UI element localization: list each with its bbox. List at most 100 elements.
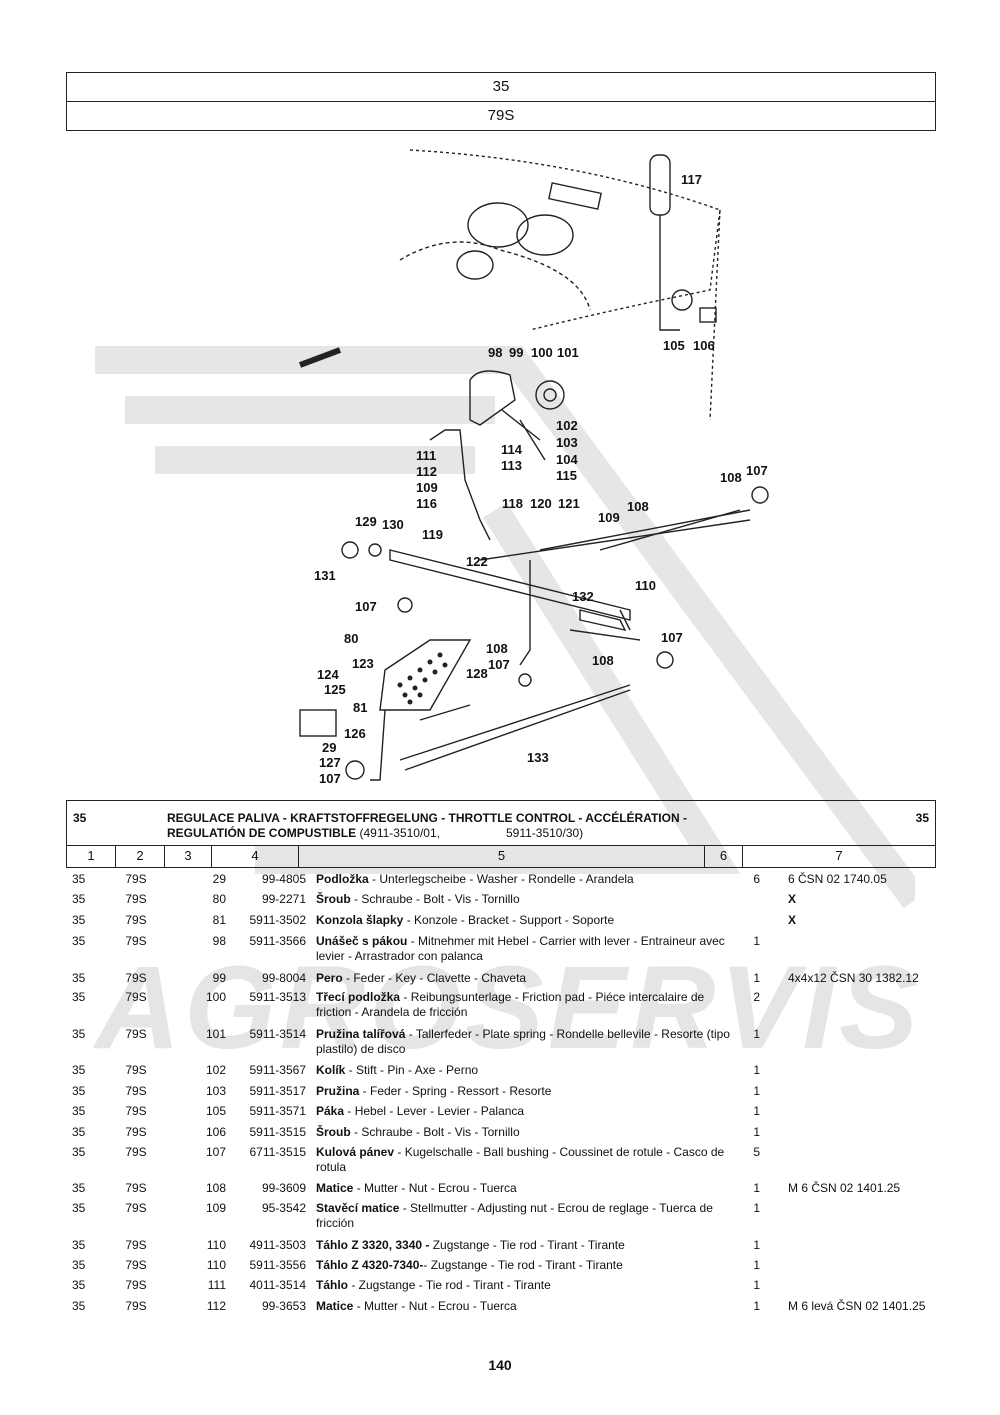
cell-quantity bbox=[740, 892, 764, 907]
part-name: Pružina talířová bbox=[316, 1027, 406, 1041]
cell-description: Unášeč s pákou - Mitnehmer mit Hebel - C… bbox=[314, 934, 740, 964]
cell-description: Táhlo Z 4320-7340-- Zugstange - Tie rod … bbox=[314, 1258, 740, 1273]
callout-108b: 108 bbox=[627, 499, 649, 514]
part-name: Konzola šlapky bbox=[316, 913, 404, 927]
part-name: Kolík bbox=[316, 1063, 346, 1077]
part-translations: - Konzole - Bracket - Support - Soporte bbox=[403, 913, 615, 927]
part-name: Táhlo bbox=[316, 1278, 348, 1292]
part-name: Unášeč s pákou bbox=[316, 934, 408, 948]
cell-note bbox=[764, 1258, 948, 1273]
column-header: 5 bbox=[299, 845, 705, 867]
cell-note bbox=[764, 1104, 948, 1119]
callout-113: 113 bbox=[501, 458, 522, 473]
callout-109b: 109 bbox=[598, 510, 620, 525]
cell-position: 110 bbox=[206, 1258, 226, 1272]
section-title-line2-normal: (4911-3510/01, bbox=[359, 826, 440, 840]
cell-quantity: 1 bbox=[753, 1027, 760, 1041]
callout-103: 103 bbox=[556, 435, 578, 450]
part-translations: - Stellmutter - Adjusting nut - Ecrou de… bbox=[316, 1201, 713, 1230]
cell-position: 99 bbox=[212, 971, 226, 985]
cell-description: Stavěcí matice - Stellmutter - Adjusting… bbox=[314, 1201, 740, 1231]
cell-part-number: 5911-3566 bbox=[249, 934, 307, 948]
callout-102: 102 bbox=[556, 418, 578, 433]
callout-107a: 107 bbox=[746, 463, 768, 478]
cell-subgroup: 79S bbox=[125, 1258, 147, 1272]
cell-quantity: 1 bbox=[753, 1238, 760, 1252]
cell-note bbox=[764, 1278, 948, 1293]
cell-note bbox=[764, 934, 948, 964]
cell-subgroup: 79S bbox=[125, 1104, 147, 1118]
cell-group: 35 bbox=[72, 1181, 86, 1195]
page-number: 140 bbox=[488, 1357, 512, 1373]
callout-101: 101 bbox=[557, 345, 579, 360]
cell-subgroup: 79S bbox=[125, 1063, 147, 1077]
cell-subgroup: 79S bbox=[125, 1181, 147, 1195]
section-number-left: 35 bbox=[73, 811, 87, 825]
callout-116: 116 bbox=[416, 496, 437, 511]
cell-subgroup: 79S bbox=[125, 913, 147, 927]
callout-114: 114 bbox=[501, 442, 522, 457]
cell-position: 107 bbox=[205, 1145, 226, 1159]
watermark-text: AGROSERVIS bbox=[95, 942, 922, 1074]
callout-112: 112 bbox=[416, 464, 437, 479]
cell-part-number: 5911-3513 bbox=[249, 990, 307, 1004]
cell-description: Kolík - Stift - Pin - Axe - Perno bbox=[314, 1063, 740, 1078]
cell-note bbox=[764, 990, 948, 1020]
cell-subgroup: 79S bbox=[125, 1027, 147, 1041]
cell-quantity: 1 bbox=[753, 1125, 760, 1139]
cell-part-number: 5911-3515 bbox=[249, 1125, 307, 1139]
part-name: Táhlo Z 3320, 3340 - bbox=[316, 1238, 430, 1252]
column-header: 6 bbox=[705, 845, 743, 867]
cell-group: 35 bbox=[72, 1084, 86, 1098]
callout-125: 125 bbox=[324, 682, 346, 697]
cell-subgroup: 79S bbox=[125, 990, 147, 1004]
cell-group: 35 bbox=[72, 892, 86, 906]
cell-note bbox=[764, 1125, 948, 1140]
cell-subgroup: 79S bbox=[125, 1299, 147, 1313]
cell-note: 6 ČSN 02 1740.05 bbox=[788, 872, 887, 886]
callout-124: 124 bbox=[317, 667, 339, 682]
cell-subgroup: 79S bbox=[125, 1084, 147, 1098]
callout-109a: 109 bbox=[416, 480, 438, 495]
cell-group: 35 bbox=[72, 1145, 86, 1159]
cell-part-number: 95-3542 bbox=[261, 1201, 306, 1215]
part-name: Matice bbox=[316, 1299, 354, 1313]
callout-133: 133 bbox=[527, 750, 549, 765]
cell-quantity: 1 bbox=[753, 1201, 760, 1215]
cell-quantity: 2 bbox=[753, 990, 760, 1004]
part-name: Matice bbox=[316, 1181, 354, 1195]
part-translations: - Feder - Spring - Ressort - Resorte bbox=[359, 1084, 552, 1098]
part-name: Pružina bbox=[316, 1084, 360, 1098]
cell-group: 35 bbox=[72, 1258, 86, 1272]
column-header: 3 bbox=[165, 845, 212, 867]
callout-130: 130 bbox=[382, 517, 404, 532]
part-translations: - Zugstange - Tie rod - Tirant - Tirante bbox=[348, 1278, 551, 1292]
cell-description: Šroub - Schraube - Bolt - Vis - Tornillo bbox=[314, 892, 740, 907]
callout-115: 115 bbox=[556, 468, 577, 483]
part-translations: - Kugelschalle - Ball bushing - Coussine… bbox=[316, 1145, 725, 1174]
callout-107d: 107 bbox=[488, 657, 510, 672]
part-translations: - Mitnehmer mit Hebel - Carrier with lev… bbox=[316, 934, 725, 963]
cell-position: 103 bbox=[205, 1084, 226, 1098]
callout-132: 132 bbox=[572, 589, 594, 604]
part-translations: - Stift - Pin - Axe - Perno bbox=[345, 1063, 479, 1077]
callout-81: 81 bbox=[353, 700, 368, 715]
cell-group: 35 bbox=[72, 1027, 86, 1041]
cell-position: 81 bbox=[212, 913, 226, 927]
cell-group: 35 bbox=[72, 1299, 86, 1313]
callout-107c: 107 bbox=[319, 771, 341, 786]
cell-group: 35 bbox=[72, 1278, 86, 1292]
cell-description: Matice - Mutter - Nut - Ecrou - Tuerca bbox=[314, 1299, 740, 1314]
cell-part-number: 5911-3556 bbox=[249, 1258, 307, 1272]
column-header: 1 bbox=[67, 845, 116, 867]
subgroup-number-header: 79S bbox=[66, 101, 936, 131]
part-translations: - Schraube - Bolt - Vis - Tornillo bbox=[350, 1125, 520, 1139]
cell-part-number: 6711-3515 bbox=[249, 1145, 307, 1159]
callout-108d: 108 bbox=[592, 653, 614, 668]
